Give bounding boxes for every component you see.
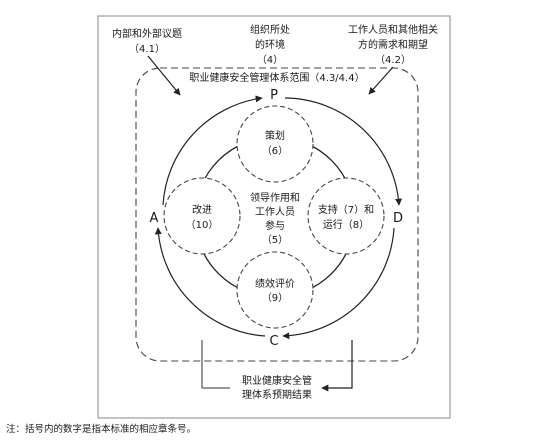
footnote: 注：括号内的数字是指本标准的相应章条号。 [6, 423, 196, 435]
arrow-issues-to-scope [147, 55, 181, 96]
svg-text:组织所处: 组织所处 [250, 23, 290, 36]
scope-label: 职业健康安全管理体系范围（4.3/4.4） [189, 71, 364, 84]
svg-text:支持（7）和: 支持（7）和 [318, 203, 374, 216]
svg-text:（4.2）: （4.2） [375, 54, 411, 66]
svg-text:参与: 参与 [265, 219, 285, 232]
pdca-c-label: C [269, 334, 278, 349]
svg-text:（9）: （9） [262, 292, 288, 304]
svg-text:（6）: （6） [262, 145, 288, 157]
svg-text:的环境: 的环境 [255, 38, 285, 51]
improvement-clause: 改进 （10） [186, 203, 219, 231]
svg-text:理体系预期结果: 理体系预期结果 [242, 388, 312, 401]
performance-evaluation-circle [236, 251, 314, 329]
support-operation-clause: 支持（7）和 运行（8） [318, 203, 374, 231]
arrow-parties-to-scope [368, 66, 394, 95]
planning-clause: 策划 （6） [262, 129, 288, 157]
svg-text:（4.1）: （4.1） [129, 43, 165, 55]
cycle-arrow-a-to-p [162, 95, 263, 206]
planning-circle [236, 105, 314, 183]
svg-text:职业健康安全管: 职业健康安全管 [242, 374, 312, 387]
svg-text:内部和外部议题: 内部和外部议题 [112, 27, 182, 40]
pdca-d-label: D [393, 211, 403, 226]
cycle-arrow-d-to-c [282, 227, 395, 340]
cycle-arrow-p-to-d [284, 97, 403, 206]
pdca-a-label: A [150, 211, 159, 226]
svg-text:工作人员和其他相关: 工作人员和其他相关 [348, 23, 438, 36]
svg-text:方的需求和期望: 方的需求和期望 [358, 38, 428, 51]
svg-text:改进: 改进 [192, 203, 212, 216]
svg-text:绩效评价: 绩效评价 [255, 277, 295, 290]
input-interested-parties: 工作人员和其他相关 方的需求和期望 （4.2） [348, 23, 438, 66]
pdca-p-label: P [270, 88, 278, 103]
input-organization-context: 组织所处 的环境 （4） [250, 23, 290, 66]
outcome-connector-left [201, 340, 230, 389]
svg-text:领导作用和: 领导作用和 [250, 191, 300, 204]
intended-outcomes-label: 职业健康安全管 理体系预期结果 [242, 374, 312, 401]
outcome-connector-right [321, 340, 353, 392]
support-operation-circle [307, 177, 385, 255]
svg-text:策划: 策划 [265, 129, 285, 142]
improvement-circle [163, 177, 241, 255]
leadership-clause: 领导作用和 工作人员 参与 （5） [250, 191, 300, 246]
scope-boundary [135, 67, 419, 362]
svg-text:（5）: （5） [262, 234, 288, 246]
svg-text:工作人员: 工作人员 [255, 206, 295, 218]
performance-evaluation-clause: 绩效评价 （9） [255, 277, 295, 304]
svg-text:运行（8）: 运行（8） [323, 218, 369, 231]
svg-text:（4）: （4） [257, 54, 283, 66]
cycle-arrow-c-to-a [154, 227, 266, 337]
scope-label-bg [184, 70, 370, 85]
input-internal-external-issues: 内部和外部议题 （4.1） [112, 27, 182, 55]
svg-text:（10）: （10） [186, 219, 219, 231]
